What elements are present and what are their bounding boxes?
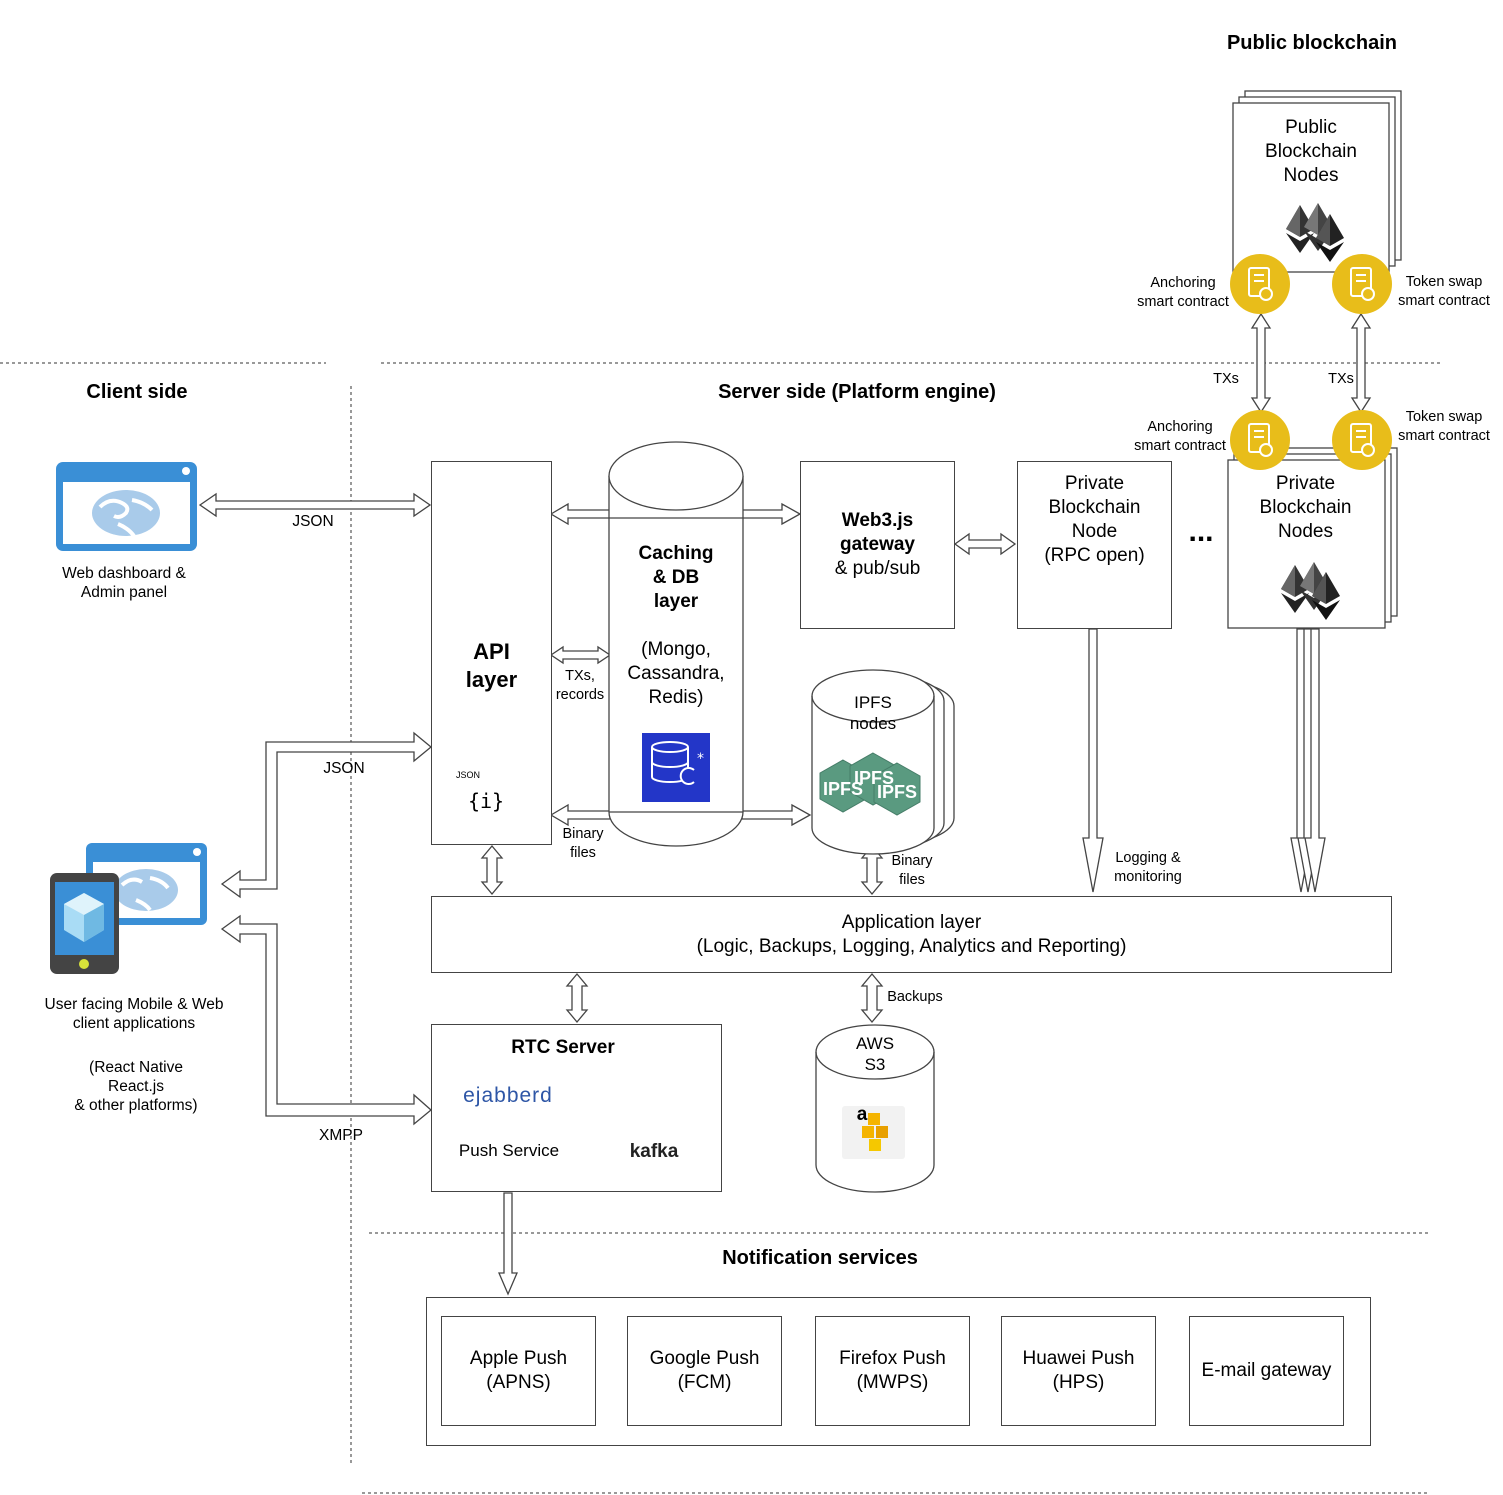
mobile-app-icon xyxy=(50,843,207,974)
arrow-txs-anchoring xyxy=(1250,312,1272,414)
aws-logo-letter: a xyxy=(856,1104,868,1125)
edge-label-txs-left: TXs xyxy=(1213,371,1239,387)
push-service-label: Push Service xyxy=(458,1141,560,1160)
notification-email-label: E-mail gateway xyxy=(1201,1360,1332,1381)
arrow-api-app xyxy=(480,844,504,896)
rtc-server-title: RTC Server xyxy=(511,1037,615,1058)
caching-subtitle: (Mongo,Cassandra,Redis) xyxy=(627,639,725,708)
private-nodes-stack xyxy=(1227,447,1398,629)
web-dashboard-label: Web dashboard &Admin panel xyxy=(62,565,186,601)
certificate-icon xyxy=(1230,254,1290,314)
ipfs-logo-text-2: IPFS xyxy=(853,768,894,788)
notification-fcm-box xyxy=(627,1316,782,1426)
notification-hps-box xyxy=(1001,1316,1156,1426)
ellipsis-label: ... xyxy=(1188,515,1214,548)
arrow-txs-records xyxy=(549,645,612,665)
arrow-ipfs-app xyxy=(860,844,884,896)
notification-hps-label: Huawei Push(HPS) xyxy=(1022,1348,1135,1393)
certificate-icon xyxy=(1230,410,1290,470)
arrow-private-nodes-3 xyxy=(1304,628,1326,893)
edge-label-logging: Logging &monitoring xyxy=(1114,850,1182,885)
edge-label-txs-right: TXs xyxy=(1328,371,1354,387)
edge-label-backups: Backups xyxy=(887,989,943,1005)
svg-text:*: * xyxy=(697,751,704,767)
notification-fcm-label: Google Push(FCM) xyxy=(649,1348,760,1393)
section-title-server-side: Server side (Platform engine) xyxy=(718,381,996,403)
edge-label-json-mid: JSON xyxy=(323,760,365,777)
notification-mwps-label: Firefox Push(MWPS) xyxy=(839,1348,946,1393)
json-badge-text: JSON xyxy=(455,770,480,780)
arrow-app-aws xyxy=(860,972,884,1024)
notification-apns-box xyxy=(441,1316,596,1426)
arrow-private-logging xyxy=(1082,628,1104,893)
database-icon-large: * xyxy=(642,733,710,802)
notification-email-box xyxy=(1189,1316,1344,1426)
web3-subtitle: & pub/sub xyxy=(834,558,921,579)
ethereum-icon-public xyxy=(1286,203,1344,262)
arrow-web3-private xyxy=(953,532,1017,556)
notification-apns-label: Apple Push(APNS) xyxy=(469,1348,568,1393)
arrow-app-rtc xyxy=(565,972,589,1024)
certificate-icons xyxy=(1230,254,1392,470)
connector-arrows xyxy=(198,312,1372,1296)
section-title-client-side: Client side xyxy=(86,381,188,403)
arrow-rtc-notifications xyxy=(498,1192,518,1296)
arrow-binary-files xyxy=(549,803,611,827)
ipfs-logo-text-3: IPFS xyxy=(876,782,917,802)
rtc-server-box xyxy=(431,1024,722,1192)
web3-gateway-box xyxy=(800,461,955,629)
certificate-icon xyxy=(1332,410,1392,470)
api-layer-box xyxy=(431,461,552,845)
kafka-logo-text: kafka xyxy=(629,1141,679,1162)
arrow-api-caching xyxy=(549,502,611,526)
edge-label-xmpp: XMPP xyxy=(319,1127,363,1144)
arrow-dashboard-api xyxy=(198,492,432,518)
aws-logo-icon xyxy=(842,1106,905,1159)
notification-mwps-box xyxy=(815,1316,970,1426)
ipfs-logo-text-1: IPFS xyxy=(822,779,863,799)
section-title-public-blockchain: Public blockchain xyxy=(1226,32,1398,54)
application-layer-box xyxy=(431,896,1392,973)
section-title-notification-services: Notification services xyxy=(722,1247,918,1269)
ethereum-icon-private-nodes xyxy=(1281,562,1340,620)
ipfs-logo-icon xyxy=(819,752,921,816)
json-glyph-text: {i} xyxy=(467,789,505,813)
application-layer-label: Application layer(Logic, Backups, Loggin… xyxy=(696,912,1127,957)
arrow-mobile-rtc-xmpp xyxy=(220,914,433,1126)
arrow-caching-ipfs xyxy=(741,803,812,827)
arrow-caching-web3 xyxy=(741,502,802,526)
private-node-box xyxy=(1017,461,1172,629)
ejabberd-logo-text: ejabberd xyxy=(463,1084,553,1107)
edge-label-txs-records: TXs,records xyxy=(555,668,605,703)
edge-label-json-top: JSON xyxy=(292,513,334,530)
browser-globe-icon xyxy=(56,462,197,551)
certificate-icon xyxy=(1332,254,1392,314)
arrow-mobile-api-json xyxy=(220,731,433,899)
